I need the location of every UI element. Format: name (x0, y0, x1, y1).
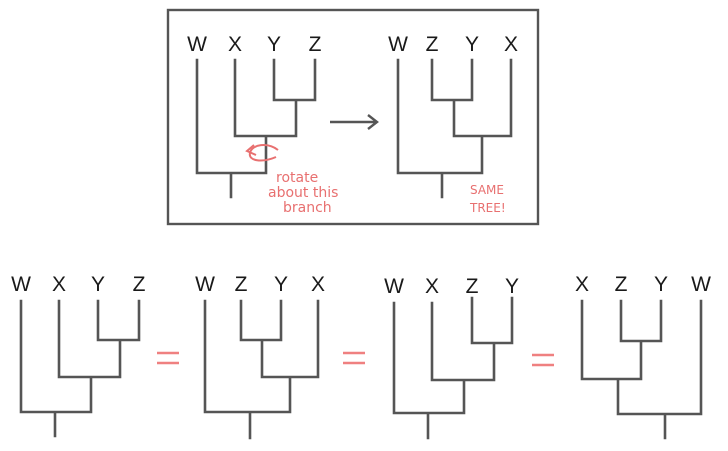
leaf-label: W (691, 273, 711, 296)
equals-sign (343, 351, 365, 365)
leaf-label: W (388, 33, 408, 56)
tree-branches (203, 299, 320, 440)
top-tree-after: W Z Y X (388, 33, 518, 199)
tree-branches (19, 299, 141, 438)
bottom-tree-2: W Z Y X (195, 273, 325, 440)
leaf-label: Z (426, 33, 439, 56)
leaf-label: Y (654, 273, 668, 296)
same-note-line: SAME (470, 183, 504, 197)
leaf-label: Y (91, 273, 105, 296)
same-note-line: TREE! (469, 201, 506, 215)
equals-sign (157, 351, 179, 365)
leaf-label: X (575, 273, 589, 296)
leaf-label: Z (466, 275, 479, 298)
tree-branches (392, 296, 514, 440)
leaf-label: W (187, 33, 207, 56)
leaf-label: Y (465, 33, 479, 56)
leaf-label: X (228, 33, 242, 56)
rotate-arrow-icon (245, 144, 279, 162)
leaf-label: Z (615, 273, 628, 296)
equals-sign (532, 353, 554, 367)
leaf-label: X (504, 33, 518, 56)
tree-branches (396, 58, 513, 199)
tree-branches (580, 299, 703, 440)
right-arrow-icon (330, 114, 379, 130)
leaf-label: X (311, 273, 325, 296)
top-tree-before: W X Y Z (187, 33, 322, 199)
leaf-label: Y (274, 273, 288, 296)
leaf-label: X (52, 273, 66, 296)
leaf-label: Y (267, 33, 281, 56)
leaf-label: W (195, 273, 215, 296)
rotate-note-line: rotate (276, 170, 318, 186)
leaf-label: W (11, 273, 31, 296)
leaf-label: X (425, 275, 439, 298)
leaf-label: W (384, 275, 404, 298)
bottom-tree-4: X Z Y W (575, 273, 711, 440)
rotate-note-line: about this (268, 185, 338, 201)
tree-branches (195, 58, 317, 199)
leaf-label: Z (309, 33, 322, 56)
top-frame (166, 8, 540, 226)
leaf-label: Z (235, 273, 248, 296)
leaf-label: Y (505, 275, 519, 298)
rotate-note-line: branch (283, 200, 332, 216)
bottom-tree-1: W X Y Z (11, 273, 146, 438)
bottom-tree-3: W X Z Y (384, 275, 519, 440)
leaf-label: Z (133, 273, 146, 296)
